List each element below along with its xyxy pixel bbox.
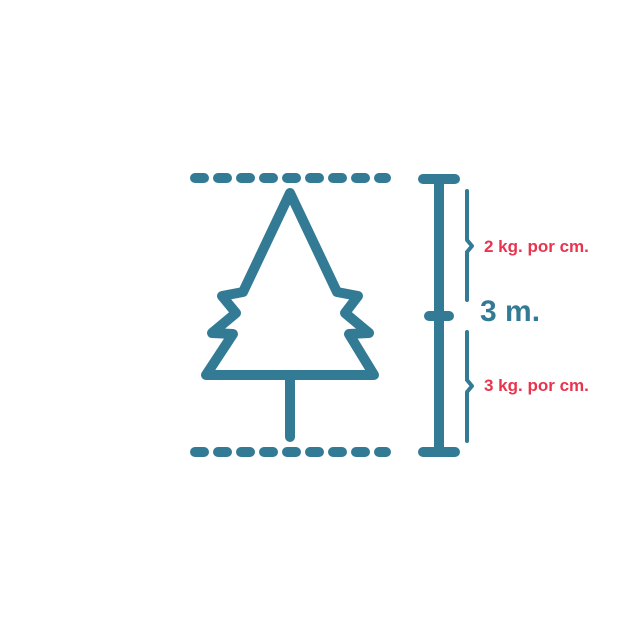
pine-tree-icon [201,188,379,442]
lower-section-label: 3 kg. por cm. [484,376,589,395]
upper-section-label: 2 kg. por cm. [484,237,589,256]
upper-brace [465,189,474,302]
total-height-label: 3 m. [480,295,540,328]
lower-brace [465,330,474,443]
measure-bar [418,174,460,457]
tree-crown [201,188,379,380]
